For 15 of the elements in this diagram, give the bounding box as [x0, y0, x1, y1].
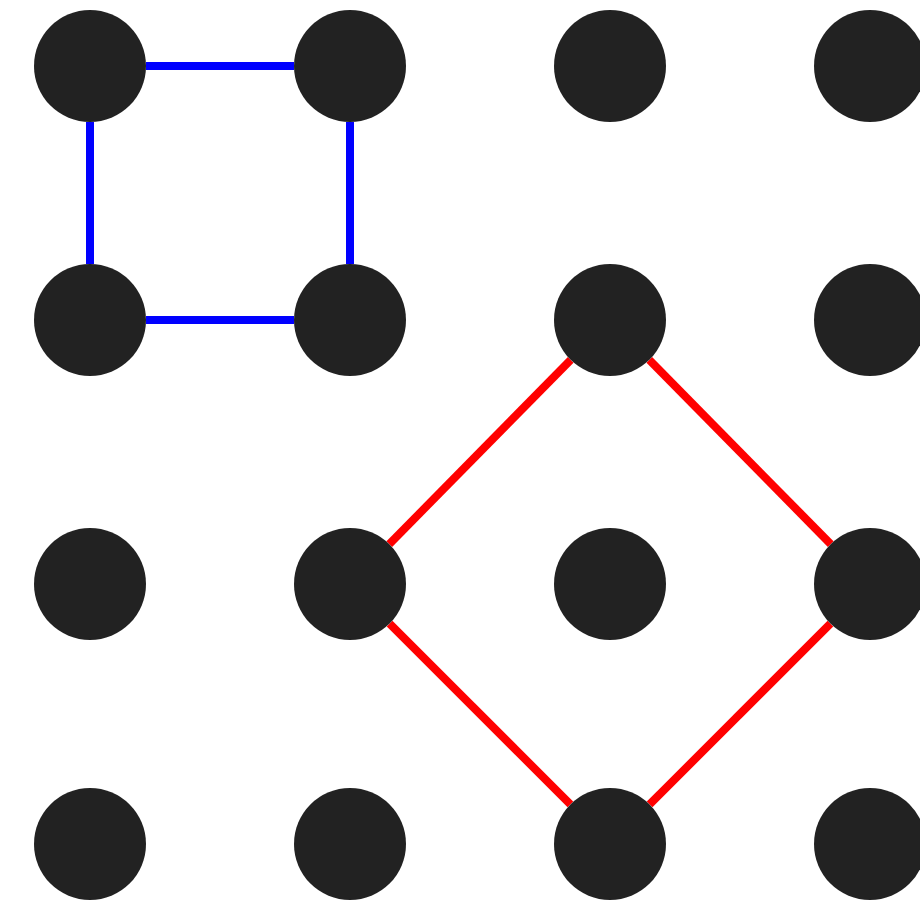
- connector-line: [386, 620, 574, 808]
- connector-line: [146, 316, 294, 324]
- connector-line: [86, 122, 94, 264]
- grid-dot: [814, 10, 920, 122]
- connector-line: [146, 62, 294, 70]
- grid-dot: [814, 264, 920, 376]
- connector-line: [646, 620, 834, 808]
- grid-dot: [554, 788, 666, 900]
- connector-line: [346, 122, 354, 264]
- connector-line: [646, 357, 834, 547]
- grid-dot: [554, 264, 666, 376]
- grid-dot: [814, 528, 920, 640]
- grid-dot: [294, 528, 406, 640]
- connector-line: [386, 357, 574, 547]
- grid-dot: [814, 788, 920, 900]
